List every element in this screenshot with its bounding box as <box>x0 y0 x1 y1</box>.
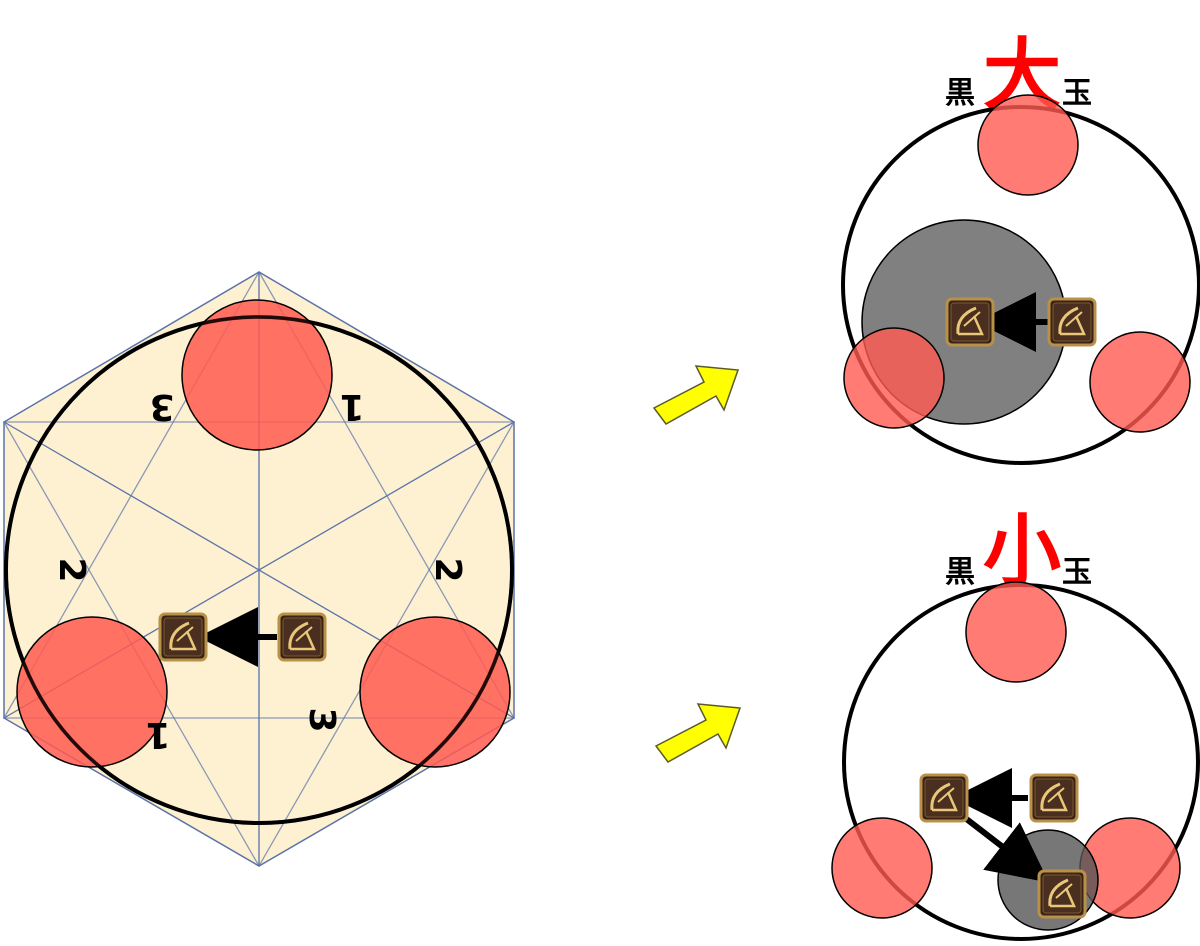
red-aoe-top <box>965 581 1067 683</box>
red-aoe-left <box>843 327 945 429</box>
archer-icon-destination <box>945 297 995 347</box>
transition-arrow-bottom <box>655 703 741 763</box>
title-right-char: 玉 <box>1062 76 1092 111</box>
left-arena: 1 3 2 2 1 3 <box>2 270 516 868</box>
archer-icon-first-move <box>919 773 969 823</box>
red-aoe-left <box>16 616 168 768</box>
sector-number-top-right: 1 <box>339 386 364 427</box>
title-right-char: 玉 <box>1062 555 1092 590</box>
large-orb-panel: 黒 大 玉 <box>841 31 1200 465</box>
red-aoe-left <box>831 817 933 919</box>
sector-number-bottom-left: 1 <box>145 714 170 755</box>
archer-icon-final <box>1037 869 1087 919</box>
sector-number-right: 2 <box>427 557 468 582</box>
sector-number-top-left: 3 <box>149 386 174 427</box>
archer-icon-origin <box>1047 297 1097 347</box>
sector-number-left: 2 <box>51 557 92 582</box>
red-aoe-top <box>977 94 1079 196</box>
title-left-char: 黒 <box>945 555 975 590</box>
red-aoe-right <box>1089 331 1191 433</box>
red-aoe-top <box>181 299 333 451</box>
move-arrow-diagonal <box>958 811 1050 883</box>
archer-icon-destination <box>158 612 208 662</box>
title-left-char: 黒 <box>945 76 975 111</box>
archer-icon-origin <box>1029 773 1079 823</box>
archer-icon-origin <box>277 612 327 662</box>
sector-number-bottom-right: 3 <box>301 707 342 732</box>
red-aoe-right <box>359 616 511 768</box>
transition-arrow-top <box>653 365 739 425</box>
small-orb-panel: 黒 小 玉 <box>831 507 1200 941</box>
